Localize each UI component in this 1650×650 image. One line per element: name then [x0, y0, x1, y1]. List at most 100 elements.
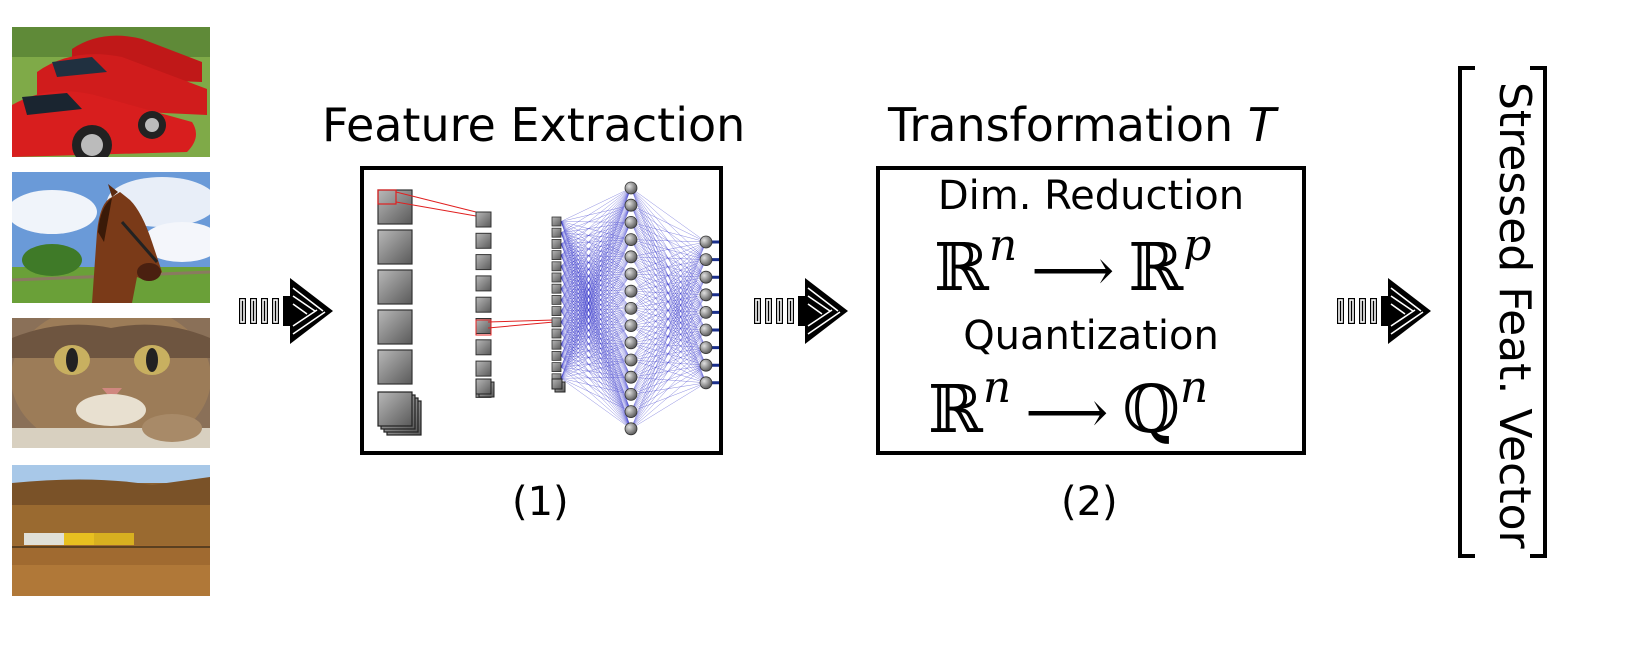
hidden-neuron [624, 422, 638, 436]
network-connection [630, 239, 707, 260]
hidden-neuron [624, 336, 638, 350]
network-connection [560, 254, 632, 292]
output-neuron [699, 235, 713, 249]
network-connection [560, 355, 632, 395]
dim-map-arrow: ⟶ [1031, 236, 1115, 304]
network-connection [560, 243, 632, 343]
network-connection [560, 187, 632, 233]
network-connection [560, 221, 632, 343]
feature-map-small [551, 339, 562, 350]
network-connection [560, 187, 632, 334]
network-connection [630, 308, 707, 313]
horse-image [12, 172, 210, 303]
network-connection [560, 256, 632, 278]
network-connection [560, 291, 632, 301]
flow-arrow-1 [239, 278, 333, 344]
network-connection [560, 359, 632, 368]
network-connection [560, 325, 632, 379]
network-connection [630, 256, 707, 278]
quant-map-arrow: ⟶ [1025, 378, 1109, 446]
network-connection [560, 344, 632, 395]
output-neuron [699, 253, 713, 266]
network-connection [560, 221, 632, 223]
network-connection [560, 266, 632, 343]
network-connection [560, 322, 632, 343]
dim-to-exponent: p [1183, 220, 1212, 271]
network-connection [560, 308, 632, 345]
feature-map-large [377, 309, 413, 345]
network-connection [560, 187, 632, 278]
output-neuron [699, 305, 713, 319]
network-connection [560, 344, 632, 361]
network-connection [560, 205, 632, 323]
network-connection [560, 325, 632, 345]
network-connection [630, 329, 707, 429]
network-connection [560, 187, 632, 222]
network-connection [560, 291, 632, 334]
network-connection [630, 241, 707, 257]
output-neuron [699, 288, 713, 302]
train-image [12, 465, 210, 596]
network-connection [630, 205, 707, 260]
network-connection [560, 288, 632, 395]
network-connection [560, 366, 632, 395]
network-connection [630, 377, 707, 383]
network-connection [560, 288, 632, 292]
network-connection [560, 205, 632, 379]
network-connection [630, 256, 707, 313]
stage-1-number: (1) [512, 479, 569, 525]
network-connection [560, 291, 632, 357]
feature-map-medium [475, 296, 492, 313]
cnn-diagram [377, 181, 742, 436]
network-connection [630, 273, 707, 278]
network-connection [560, 366, 632, 378]
network-connection [560, 310, 632, 326]
network-connection [560, 221, 632, 240]
network-connection [560, 277, 632, 343]
feature-map-stack [377, 391, 413, 427]
network-connection [630, 241, 707, 429]
hidden-neuron [624, 198, 638, 212]
network-connection [560, 342, 632, 379]
feature-map-small [551, 283, 562, 294]
network-connection [560, 243, 632, 309]
hidden-neuron [624, 387, 638, 401]
network-connection [630, 308, 707, 383]
hidden-neuron [624, 233, 638, 246]
network-connection [560, 333, 632, 343]
network-connection [560, 232, 632, 240]
network-connection [560, 277, 632, 309]
network-connection [630, 241, 707, 275]
feature-map-large [377, 349, 413, 385]
output-neuron [699, 270, 713, 284]
network-connection [560, 344, 632, 378]
network-connection [630, 256, 707, 295]
network-connection [630, 273, 707, 313]
feature-map-small [551, 250, 562, 260]
dim-reduction-formula: ℝn⟶ℝp [934, 224, 1211, 301]
network-connection [560, 243, 632, 257]
network-connection [560, 266, 632, 395]
network-connection [560, 243, 632, 395]
network-connection [560, 266, 632, 309]
transformation-box [876, 166, 1306, 455]
network-connection [560, 273, 632, 368]
network-connection [560, 378, 632, 395]
network-connection [630, 325, 707, 331]
network-connection [560, 205, 632, 267]
dim-to-set: ℝ [1128, 229, 1184, 306]
network-connection [560, 232, 632, 378]
network-connection [560, 187, 632, 245]
network-connection [560, 299, 632, 361]
network-connection [560, 222, 632, 289]
network-connection [560, 366, 632, 412]
feature-map-medium [475, 360, 492, 377]
network-connection [560, 310, 632, 343]
network-connection [630, 239, 707, 295]
network-connection [560, 187, 632, 356]
network-connection [560, 273, 632, 312]
network-connection [560, 221, 632, 309]
network-connection [560, 355, 632, 429]
network-connection [560, 277, 632, 292]
network-connection [560, 255, 632, 361]
